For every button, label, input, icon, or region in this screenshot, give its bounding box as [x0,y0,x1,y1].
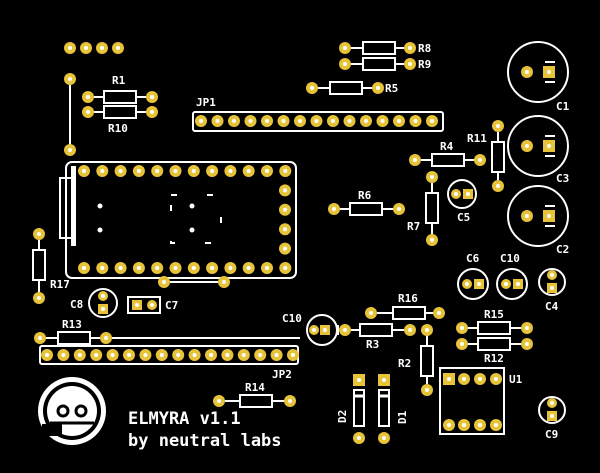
ref-d2: D2 [336,410,349,423]
ref-r16: R16 [398,292,418,305]
header-jp1: JP1 [192,96,444,132]
diode-d1: D1 [378,374,409,444]
resistor-r15: R15 [456,308,533,335]
capacitor-c5: C5 [447,179,477,224]
capacitor-c3: C3 [507,115,569,185]
ref-c3: C3 [556,172,569,185]
resistor-r5: R5 [306,81,398,95]
ref-c9: C9 [545,428,558,441]
resistor-r2: R2 [398,324,434,396]
mcu-module [59,161,297,279]
ref-r3: R3 [366,338,379,351]
capacitor-c10-right: C10 [496,252,528,300]
resistor-r1: R1 [82,74,158,104]
ref-c5: C5 [457,211,470,224]
resistor-r14: R14 [213,381,296,408]
ref-c6: C6 [466,252,480,265]
capacitor-c8: C8 [70,288,118,318]
ref-r11: R11 [467,132,487,145]
board-credit: by neutral labs [128,431,282,451]
capacitor-c2: C2 [507,185,569,256]
resistor-r11: R11 [467,120,505,192]
ref-r2: R2 [398,357,411,370]
ic-u1: U1 [439,367,523,435]
resistor-r13: R13 [34,318,112,345]
ref-r6: R6 [358,189,372,202]
capacitor-c4: C4 [538,268,566,313]
ref-c4: C4 [545,300,559,313]
wire-under-mcu [158,276,230,288]
capacitor-c6: C6 [457,252,489,300]
ref-r1: R1 [112,74,126,87]
resistor-r4: R4 [409,140,486,167]
ref-r8: R8 [418,42,431,55]
capacitor-c7: C7 [127,296,178,314]
resistor-r9: R9 [339,57,431,71]
resistor-r7: R7 [407,171,439,246]
resistor-r8: R8 [339,41,431,55]
ref-c10-left: C10 [282,312,302,325]
diode-d2: D2 [336,374,365,444]
resistor-r16: R16 [365,292,445,320]
resistor-r10: R10 [82,105,158,135]
ref-r4: R4 [440,140,454,153]
resistor-r12: R12 [456,337,533,365]
header-jp2: JP2 [39,345,299,381]
ref-r14: R14 [245,381,265,394]
ref-r12: R12 [484,352,504,365]
header-4pin [64,42,124,54]
ref-c7: C7 [165,299,178,312]
capacitor-c9: C9 [538,396,566,441]
ref-d1: D1 [396,410,409,424]
ref-jp2: JP2 [272,368,292,381]
ref-r5: R5 [385,82,398,95]
ref-r10: R10 [108,122,128,135]
capacitor-c10-left: C10 [282,312,339,346]
ref-c1: C1 [556,100,570,113]
capacitor-c1: C1 [507,41,570,113]
resistor-r6: R6 [328,189,405,216]
resistor-r3: R3 [339,323,416,351]
ref-r13: R13 [62,318,82,331]
ref-u1: U1 [509,373,523,386]
left-wire [64,73,76,156]
ref-c8: C8 [70,298,83,311]
board-title: ELMYRA v1.1 [128,409,241,429]
resistor-r17: R17 [32,228,70,304]
neutral-labs-logo-icon [38,377,106,445]
ref-r7: R7 [407,220,420,233]
ref-c2: C2 [556,243,569,256]
ref-c10-right: C10 [500,252,520,265]
ref-r17: R17 [50,278,70,291]
ref-r15: R15 [484,308,504,321]
ref-r9: R9 [418,58,431,71]
ref-jp1: JP1 [196,96,216,109]
